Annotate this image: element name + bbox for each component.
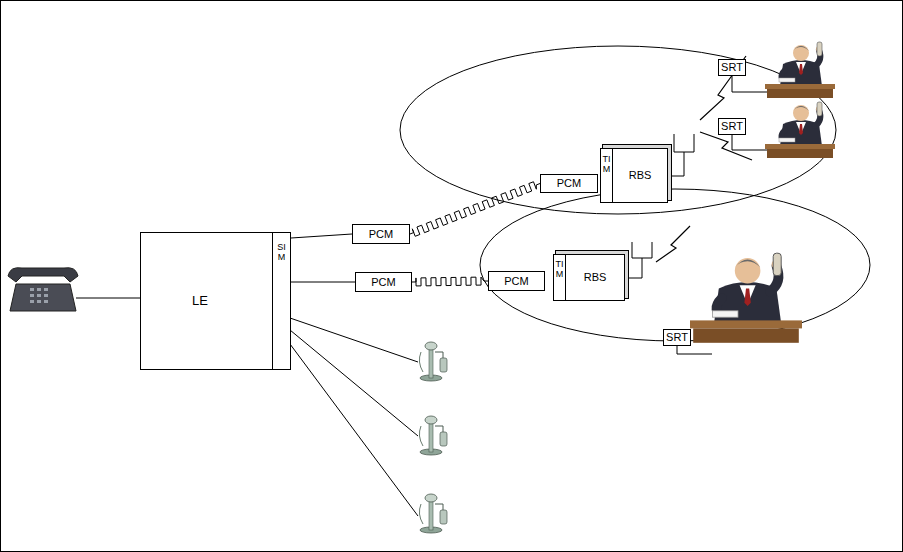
node-label: SIM	[277, 243, 286, 263]
antenna	[668, 134, 694, 176]
terminal-wire	[732, 76, 770, 92]
node-label: RBS	[584, 271, 607, 283]
node-label: TIM	[555, 260, 564, 280]
interface-strip: TIM	[600, 148, 613, 203]
old-telephone	[419, 494, 447, 533]
telephone	[8, 268, 78, 311]
node-label: PCM	[504, 275, 528, 287]
line-wire	[76, 298, 140, 299]
node-label: SRT	[721, 61, 743, 73]
base-station-box: RBS TIM	[600, 148, 668, 203]
terminal-box: SRT	[718, 118, 746, 135]
cell-area	[480, 189, 870, 341]
pcm-box: PCM	[352, 224, 410, 244]
old-telephone	[419, 342, 447, 381]
terminal-wire	[732, 135, 770, 150]
node-label: PCM	[557, 177, 581, 189]
cell-area	[400, 46, 836, 214]
pcm-link	[412, 277, 488, 286]
pcm-box: PCM	[488, 271, 545, 291]
pcm-link	[410, 182, 540, 237]
node-label: PCM	[369, 228, 393, 240]
subscriber-person	[765, 102, 835, 158]
node-label: SRT	[666, 331, 688, 343]
pcm-box: PCM	[355, 272, 412, 292]
node-label: LE	[192, 294, 208, 308]
node-label: PCM	[371, 276, 395, 288]
subscriber-person	[690, 253, 802, 343]
node-label: SRT	[721, 120, 743, 132]
terminal-box: SRT	[718, 59, 746, 76]
trunk-line	[291, 282, 355, 283]
terminal-box: SRT	[663, 329, 691, 346]
node-label: RBS	[629, 169, 652, 181]
radio-link	[656, 226, 690, 262]
node-label: TIM	[602, 155, 611, 175]
subscriber-person	[765, 42, 835, 98]
radio-link	[700, 56, 746, 120]
antenna	[625, 242, 652, 278]
old-telephone	[419, 416, 447, 455]
interface-strip: SIM	[272, 232, 291, 370]
interface-strip: TIM	[553, 254, 566, 301]
trunk-line	[291, 234, 352, 238]
terminal-wire	[677, 346, 712, 354]
radio-link	[700, 132, 752, 160]
subscriber-lines	[290, 318, 418, 516]
pcm-box: PCM	[540, 174, 598, 193]
exchange-box: LESIM	[140, 232, 280, 370]
base-station-box: RBS TIM	[553, 254, 625, 301]
